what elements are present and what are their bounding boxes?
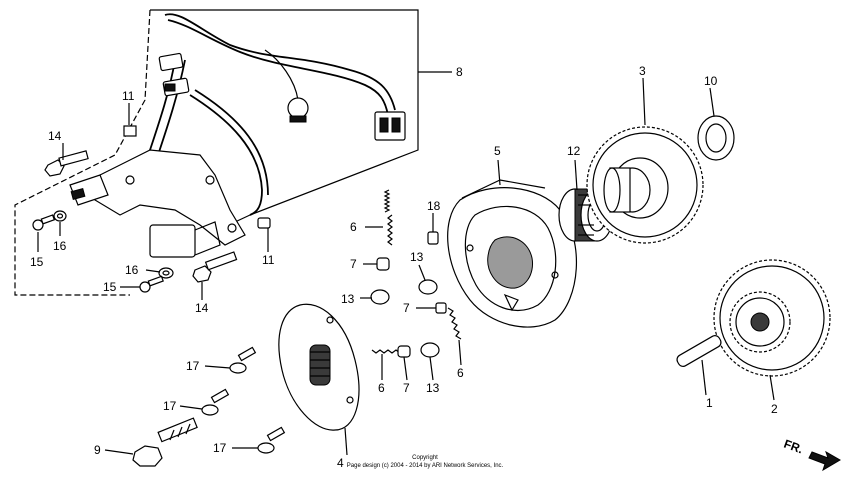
callout-6-top: 6 (350, 220, 357, 234)
callout-13-bottom: 13 (426, 381, 440, 395)
callout-labels: 1 2 3 4 5 6 6 6 7 7 7 8 9 10 11 11 12 13… (30, 64, 778, 470)
clutch-rollers-springs (370, 189, 462, 358)
harness-fasteners (32, 150, 238, 293)
copyright-line-2: Page design (c) 2004 - 2014 by ARI Netwo… (347, 463, 504, 469)
starter-clutch-outer (447, 179, 577, 328)
callout-12: 12 (567, 144, 581, 158)
wire-harness-assembly (14, 9, 419, 296)
callout-8: 8 (456, 65, 463, 79)
callout-14-lower: 14 (195, 301, 209, 315)
callout-17-top: 17 (186, 359, 200, 373)
forward-label: FR. (782, 437, 805, 457)
callout-7-mid: 7 (403, 301, 410, 315)
callout-17-mid: 17 (163, 399, 177, 413)
callout-11-lower: 11 (262, 253, 275, 267)
starter-idle-gear (713, 259, 831, 377)
callout-5: 5 (494, 144, 501, 158)
copyright-line-1: Copyright (412, 455, 438, 461)
callout-6-bottom: 6 (378, 381, 385, 395)
callout-18: 18 (427, 199, 441, 213)
thrust-washer (697, 115, 735, 161)
bolts-17-and-9 (132, 346, 286, 467)
callout-17-bottom: 17 (213, 441, 227, 455)
callout-16-upper: 16 (53, 239, 67, 253)
callout-13-mid: 13 (410, 250, 424, 264)
leader-lines (37, 71, 775, 456)
callout-15-lower: 15 (103, 280, 117, 294)
callout-15-upper: 15 (30, 255, 44, 269)
copyright-notice: Copyright Page design (c) 2004 - 2014 by… (347, 455, 504, 469)
callout-14-upper: 14 (48, 129, 62, 143)
idle-gear-shaft (676, 335, 722, 367)
forward-arrow-icon (808, 450, 841, 472)
clutch-drive-plate (278, 303, 360, 431)
callout-3: 3 (639, 64, 646, 78)
callout-11-upper: 11 (122, 89, 135, 103)
callout-7-bottom: 7 (403, 381, 410, 395)
callout-16-lower: 16 (125, 263, 139, 277)
callout-1: 1 (706, 396, 713, 410)
callout-13-left: 13 (341, 292, 355, 306)
forward-direction-indicator: FR. (782, 437, 841, 472)
callout-7-top: 7 (350, 257, 357, 271)
starter-driven-gear (586, 126, 704, 244)
callout-10: 10 (704, 74, 718, 88)
callout-6-right: 6 (457, 366, 464, 380)
callout-4: 4 (337, 456, 344, 470)
callout-2: 2 (771, 402, 778, 416)
callout-9: 9 (94, 443, 101, 457)
